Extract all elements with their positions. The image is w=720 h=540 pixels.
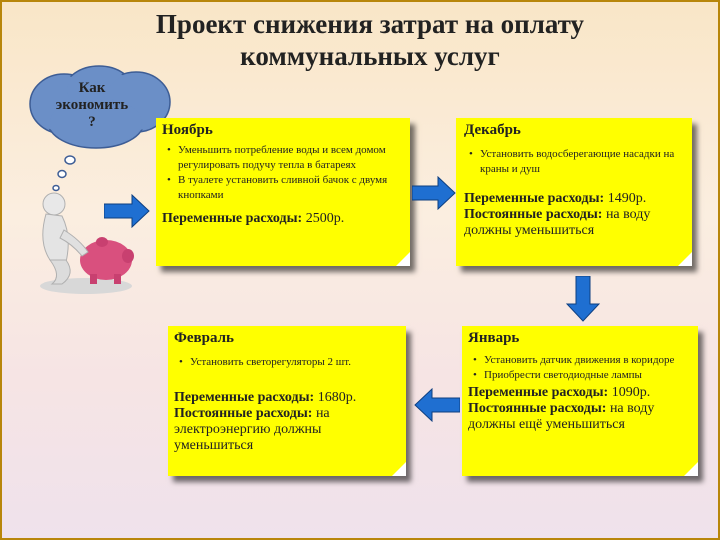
fixed-costs-label: Постоянные расходы: [464,207,603,222]
fixed-costs-label: Постоянные расходы: [468,401,607,416]
title-line-1: Проект снижения затрат на оплату [155,9,585,39]
note-heading: Ноябрь [162,122,213,138]
variable-costs-label: Переменные расходы: [464,191,605,206]
thought-cloud-icon [29,65,171,149]
arrow-left-icon [414,388,460,422]
fixed-costs-value: на воду должны уменьшиться [464,207,651,238]
list-item: Установить водосберегающие насадки на кр… [464,147,684,177]
variable-costs-label: Переменные расходы: [174,390,315,405]
note-february: Февраль Установить светорегуляторы 2 шт.… [168,326,406,476]
title-line-2: коммунальных услуг [240,41,500,71]
arrow-right-icon [412,176,456,210]
cloud-label: Как экономить ? [55,80,129,130]
note-heading: Февраль [174,330,234,346]
variable-costs-value: 2500р. [305,211,345,226]
list-item: Установить светорегуляторы 2 шт. [174,355,400,370]
note-november: Ноябрь Уменьшить потребление воды и всем… [156,118,410,266]
thinking-man-piggy-bank-icon [40,192,134,294]
variable-costs-label: Переменные расходы: [162,211,303,226]
list-item: Приобрести светодиодные лампы [468,368,692,383]
note-december: Декабрь Установить водосберегающие насад… [456,118,692,266]
arrow-right-icon [104,194,150,228]
note-heading: Январь [468,330,520,346]
list-item: Уменьшить потребление воды и всем домом … [162,143,404,173]
variable-costs-value: 1090р. [611,385,651,400]
variable-costs-label: Переменные расходы: [468,385,609,400]
variable-costs-value: 1680р. [317,390,357,405]
list-item: Установить датчик движения в коридоре [468,353,692,368]
list-item: В туалете установить сливной бачок с дву… [162,173,404,203]
thought-bubbles-icon [52,155,76,192]
note-january: Январь Установить датчик движения в кори… [462,326,698,476]
arrow-down-icon [566,276,600,322]
fixed-costs-label: Постоянные расходы: [174,406,313,421]
note-heading: Декабрь [464,122,521,138]
slide-title: Проект снижения затрат на оплату коммуна… [120,8,620,72]
fixed-costs-value: на воду должны ещё уменьшиться [468,401,655,432]
variable-costs-value: 1490р. [607,191,647,206]
fixed-costs-value: на электроэнергию должны уменьшиться [174,406,330,453]
